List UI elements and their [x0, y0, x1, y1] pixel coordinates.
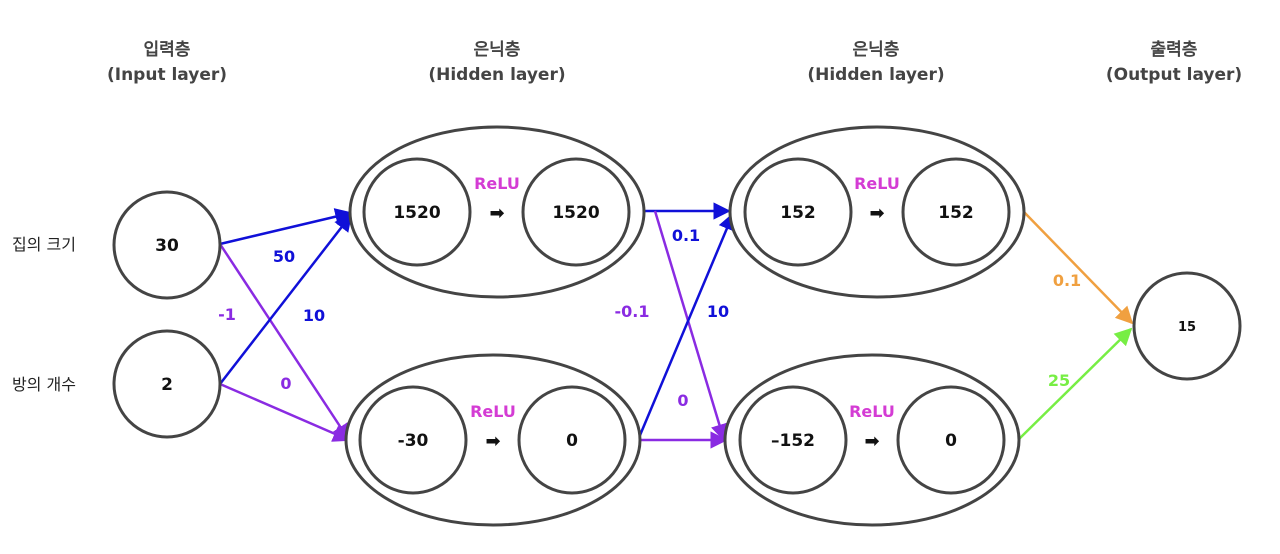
weight-hidden1top-hidden2top: 0.1: [672, 226, 700, 245]
weight-hidden1bottom-hidden2top: 10: [707, 302, 729, 321]
hidden2-top-right-arrow-icon: ➡: [869, 203, 884, 224]
hidden2-bottom-activation-label: ReLU: [849, 402, 895, 421]
hidden1-top-pre-node: [362, 157, 472, 267]
hidden2-top-post-node: [901, 157, 1011, 267]
edge-input1-hidden1top: [219, 208, 353, 246]
weight-input1-hidden1bottom: -1: [218, 305, 236, 324]
hidden-layer-2-title: 은닉층: [853, 40, 900, 60]
input-layer-title: 입력층: [144, 40, 191, 60]
hidden1-top-post-value: 1520: [552, 203, 599, 223]
edge-input2-hidden1bottom: [219, 382, 351, 442]
hidden1-bottom-pre-value: -30: [398, 431, 429, 451]
hidden1-bottom-pre-node: [358, 385, 468, 495]
hidden-layer-1-subtitle: (Hidden layer): [428, 65, 565, 85]
hidden2-bottom-right-arrow-icon: ➡: [864, 431, 879, 452]
hidden1-bottom-post-node: [517, 385, 627, 495]
weight-hidden2top-output: 0.1: [1053, 271, 1081, 290]
edge-input2-hidden1top: [219, 213, 353, 385]
input-layer-subtitle: (Input layer): [107, 65, 227, 85]
hidden2-bottom-pre-value: –152: [771, 431, 815, 451]
edge-hidden2top-output: [1022, 210, 1134, 325]
edge-input1-hidden1bottom: [218, 243, 351, 442]
hidden1-bottom-activation-label: ReLU: [470, 402, 516, 421]
hidden2-top-pre-value: 152: [780, 203, 816, 223]
weight-input2-hidden1top: 10: [303, 306, 325, 325]
hidden2-bottom-post-value: 0: [945, 431, 957, 451]
input-label-house-size: 집의 크기: [12, 235, 76, 254]
edge-hidden1top-hidden2bottom: [653, 210, 728, 442]
hidden2-top-pre-node: [743, 157, 853, 267]
input-value-house-size: 30: [155, 236, 179, 256]
weight-input1-hidden1top: 50: [273, 247, 295, 266]
hidden1-top-pre-value: 1520: [393, 203, 440, 223]
output-node: [1132, 271, 1242, 381]
weight-hidden2bottom-output: 25: [1048, 371, 1070, 390]
hidden2-bottom-pre-node: [738, 385, 848, 495]
input-node-house-size: [112, 190, 222, 300]
input-node-room-count: [112, 329, 222, 439]
hidden-layer-2-subtitle: (Hidden layer): [807, 65, 944, 85]
output-value: 15: [1178, 320, 1196, 335]
hidden2-top-activation-label: ReLU: [854, 174, 900, 193]
input-label-room-count: 방의 개수: [12, 375, 76, 394]
edge-hidden2bottom-output: [1017, 327, 1133, 441]
hidden2-top-post-value: 152: [938, 203, 974, 223]
weight-hidden1bottom-hidden2bottom: 0: [677, 391, 688, 410]
hidden1-top-activation-label: ReLU: [474, 174, 520, 193]
hidden1-bottom-right-arrow-icon: ➡: [485, 431, 500, 452]
input-value-room-count: 2: [161, 375, 173, 395]
edge-hidden1bottom-hidden2top: [636, 212, 735, 441]
hidden2-bottom-post-node: [896, 385, 1006, 495]
output-layer-title: 출력층: [1151, 40, 1198, 60]
hidden1-top-right-arrow-icon: ➡: [489, 203, 504, 224]
weight-hidden1top-hidden2bottom: -0.1: [615, 302, 650, 321]
hidden-layer-1-title: 은닉층: [474, 40, 521, 60]
hidden1-bottom-post-value: 0: [566, 431, 578, 451]
weight-input2-hidden1bottom: 0: [280, 374, 291, 393]
hidden1-top-post-node: [521, 157, 631, 267]
output-layer-subtitle: (Output layer): [1106, 65, 1242, 85]
